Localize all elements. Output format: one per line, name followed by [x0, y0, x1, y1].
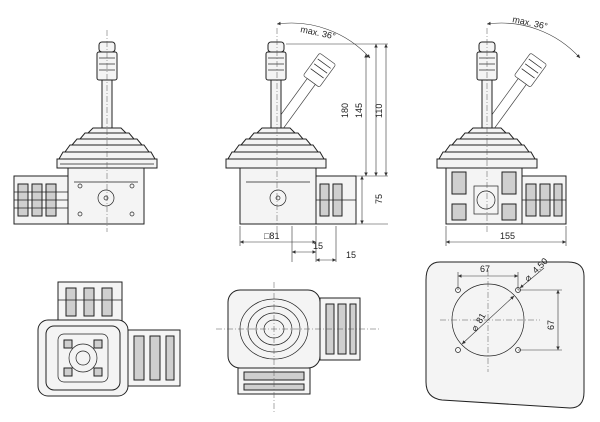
dim-angle-view3: max. 36° — [512, 14, 549, 31]
dim-square-81: □81 — [264, 231, 279, 241]
dim-width-155: 155 — [500, 231, 515, 241]
dim-height-110: 110 — [374, 104, 384, 118]
dim-height-180: 180 — [340, 103, 350, 118]
diameter-symbol-icon: ⌀ — [469, 323, 481, 333]
dim-angle-view2: max. 36° — [300, 24, 337, 41]
front-view-left — [13, 30, 158, 232]
dim-height-145: 145 — [354, 103, 364, 118]
dim-hole-67-h: 67 — [480, 264, 490, 274]
dim-hole-dia-81-value: 81 — [474, 311, 488, 325]
dim-height-75: 75 — [374, 194, 384, 204]
dim-offset-15a: 15 — [313, 241, 323, 251]
top-view-left — [37, 281, 181, 397]
dim-offset-15b: 15 — [346, 250, 356, 260]
dim-hole-dia-81: ⌀ 81 — [469, 311, 488, 333]
front-view-right — [436, 21, 581, 246]
side-view-center — [225, 21, 388, 262]
dim-hole-67-v: 67 — [546, 320, 556, 330]
diameter-symbol-icon: ⌀ — [522, 272, 533, 283]
panel-cutout-view — [425, 261, 585, 409]
top-view-center — [216, 282, 380, 412]
